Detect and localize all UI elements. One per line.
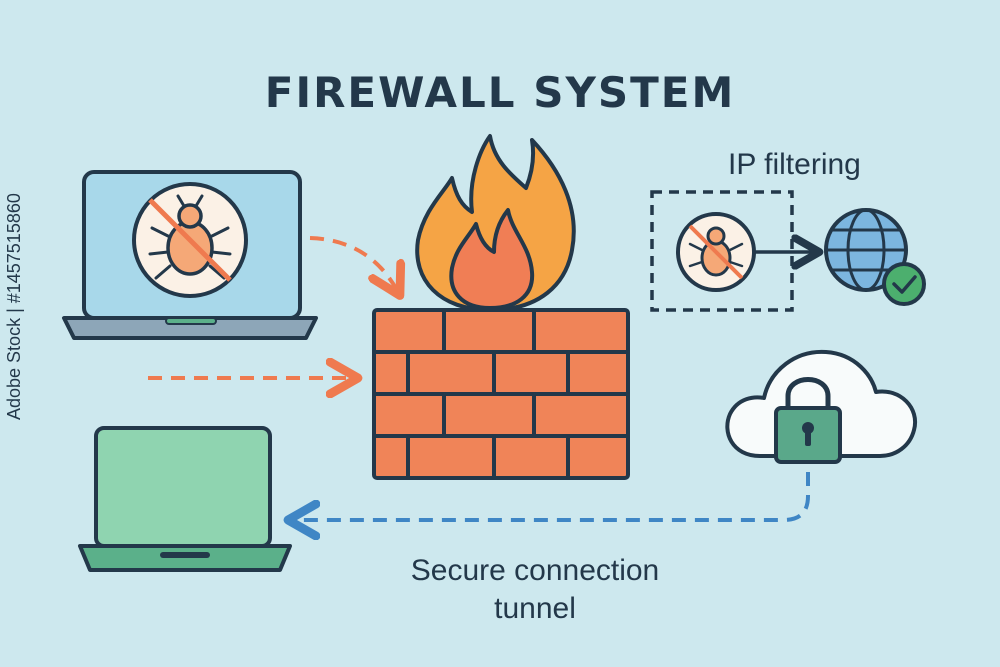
tunnel-label-line2: tunnel: [494, 592, 576, 625]
infected-laptop-icon: [62, 170, 318, 340]
check-icon: [882, 262, 926, 306]
diagram-title: FIREWALL SYSTEM: [264, 68, 736, 117]
ip-filter-box: [650, 190, 816, 312]
tunnel-label-line1: Secure connection: [410, 554, 660, 587]
tunnel-label: Secure connection tunnel: [340, 552, 730, 628]
filtered-bug-icon: [676, 212, 756, 292]
flame-icon: [415, 134, 576, 312]
cloud-lock-icon: [725, 349, 918, 464]
ip-filtering-label: IP filtering: [728, 148, 861, 181]
threat-arrow-curved: [309, 236, 398, 292]
globe-icon: [824, 208, 926, 306]
secure-tunnel-arrow: [292, 472, 810, 520]
bug-blocked-icon: [132, 182, 248, 298]
brick-wall-icon: [372, 308, 630, 480]
secure-laptop-icon: [78, 426, 292, 572]
